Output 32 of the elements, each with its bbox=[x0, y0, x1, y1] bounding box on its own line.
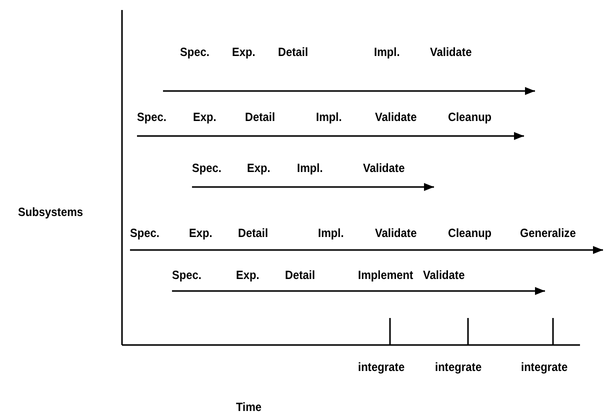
phase-label: Exp. bbox=[232, 45, 256, 59]
phase-label: Exp. bbox=[189, 226, 212, 240]
phase-label: Cleanup bbox=[448, 110, 492, 124]
phase-label: Generalize bbox=[520, 226, 576, 240]
phase-label: Validate bbox=[363, 161, 405, 175]
phase-label: Implement bbox=[358, 268, 414, 282]
phase-label: Exp. bbox=[236, 268, 260, 282]
tick-label: integrate bbox=[435, 360, 482, 374]
phase-label: Detail bbox=[238, 226, 268, 240]
phase-label: Validate bbox=[430, 45, 472, 59]
phase-label: Exp. bbox=[193, 110, 216, 124]
axis-title: Time bbox=[236, 400, 262, 412]
phase-label: Validate bbox=[375, 110, 417, 124]
phase-label: Spec. bbox=[130, 226, 160, 240]
phase-label: Impl. bbox=[316, 110, 342, 124]
phase-label: Impl. bbox=[374, 45, 400, 59]
phase-label: Impl. bbox=[318, 226, 344, 240]
phase-label: Spec. bbox=[172, 268, 202, 282]
phase-label: Validate bbox=[423, 268, 465, 282]
tick-label: integrate bbox=[358, 360, 405, 374]
phase-label: Spec. bbox=[180, 45, 210, 59]
phase-label: Spec. bbox=[192, 161, 222, 175]
phase-label: Detail bbox=[285, 268, 316, 282]
phase-label: Impl. bbox=[297, 161, 323, 175]
phase-label: Exp. bbox=[247, 161, 270, 175]
phase-label: Detail bbox=[278, 45, 308, 59]
axis-title: Subsystems bbox=[18, 205, 84, 219]
tick-label: integrate bbox=[521, 360, 568, 374]
phase-label: Spec. bbox=[137, 110, 166, 124]
phase-label: Cleanup bbox=[448, 226, 492, 240]
phase-label: Validate bbox=[375, 226, 417, 240]
phase-label: Detail bbox=[245, 110, 276, 124]
